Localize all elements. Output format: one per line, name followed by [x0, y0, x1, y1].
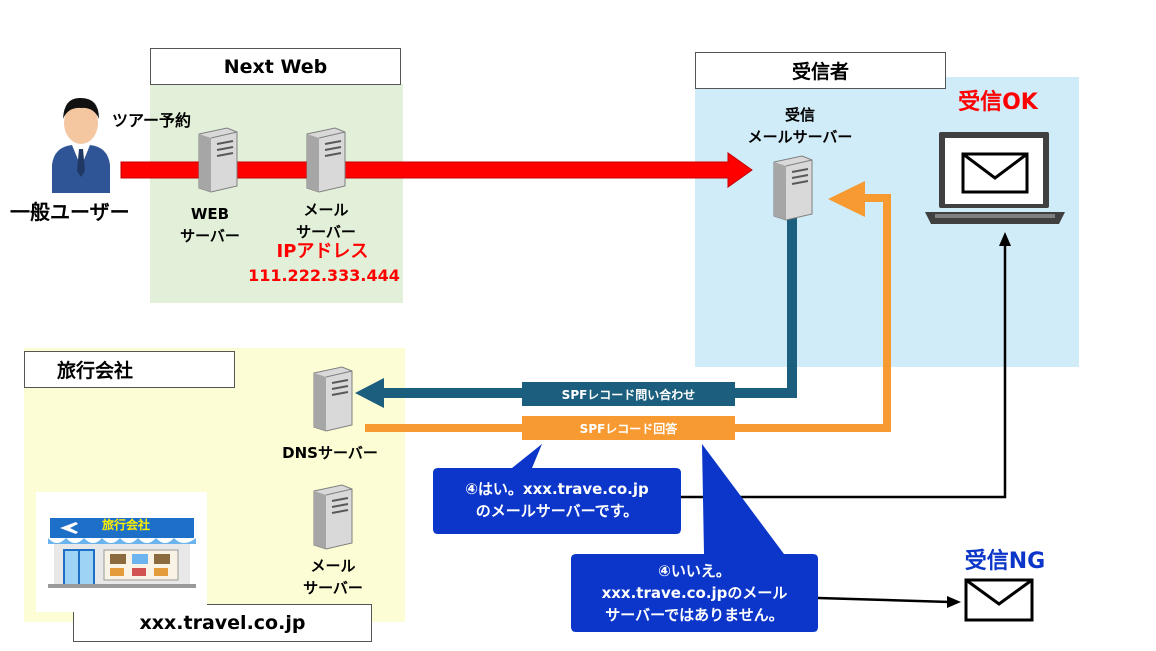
mail-server-icon [306, 127, 346, 193]
mail-server-label-line1: メール [303, 201, 349, 219]
receive-mail-server-icon [773, 155, 813, 221]
travel-mail-server-label-line2: サーバー [303, 579, 363, 597]
query-arrowhead [355, 378, 384, 408]
no-connector [817, 596, 951, 604]
laptop-mail-icon [925, 132, 1065, 224]
web-server-label: WEB サーバー [170, 203, 250, 247]
mail-server-label: メール サーバー [283, 199, 369, 243]
travel-mail-server-label-line1: メール [310, 557, 356, 575]
dns-server-label: DNSサーバー [282, 444, 378, 462]
web-server-label-line1: WEB [190, 205, 230, 223]
callout-yes-line1: ④はい。xxx.trave.co.jp [465, 480, 649, 498]
envelope-icon [964, 578, 1034, 622]
receive-ok-label: 受信OK [958, 90, 1038, 115]
query-path [380, 218, 797, 398]
mail-server-label-line2: サーバー [296, 223, 356, 241]
user-action-label: ツアー予約 [112, 111, 192, 130]
user-label: 一般ユーザー [10, 200, 130, 224]
receive-mail-server-label-line1: 受信 [784, 106, 815, 124]
ip-address-value: 111.222.333.444 [248, 266, 400, 285]
web-server-label-line2: サーバー [180, 227, 240, 245]
travel-mail-server-label: メール サーバー [290, 555, 376, 599]
yes-arrowhead [999, 232, 1011, 246]
callout-yes: ④はい。xxx.trave.co.jp のメールサーバーです。 [433, 478, 681, 522]
answer-arrowhead [828, 181, 865, 217]
spf-answer-bar: SPFレコード回答 [522, 416, 735, 440]
yes-connector [680, 243, 1007, 499]
callout-yes-line2: のメールサーバーです。 [475, 502, 639, 520]
receive-ng-label: 受信NG [964, 549, 1046, 574]
receiver-title: 受信者 [695, 52, 946, 89]
receive-mail-server-label-line2: メールサーバー [747, 128, 853, 146]
callout-no-line2: xxx.trave.co.jpのメール [601, 584, 788, 602]
callout-no-line3: サーバーではありません。 [605, 606, 784, 624]
callout-no: ④いいえ。 xxx.trave.co.jpのメール サーバーではありません。 [571, 560, 818, 626]
travel-agency-title: 旅行会社 [24, 351, 235, 388]
next-web-region [150, 84, 403, 303]
receive-mail-server-label: 受信 メールサーバー [720, 104, 880, 148]
ip-address-label: IPアドレス [276, 241, 369, 262]
user-person-icon [52, 97, 110, 193]
dns-server-icon [313, 366, 353, 432]
travel-shop-icon [48, 518, 196, 588]
spf-query-bar: SPFレコード問い合わせ [522, 382, 735, 406]
travel-mail-server-icon [313, 484, 353, 550]
web-server-icon [198, 127, 238, 193]
no-arrowhead [947, 596, 961, 608]
callout-no-line1: ④いいえ。 [658, 562, 731, 580]
next-web-title: Next Web [150, 48, 401, 85]
shop-sign-text: 旅行会社 [102, 518, 151, 532]
